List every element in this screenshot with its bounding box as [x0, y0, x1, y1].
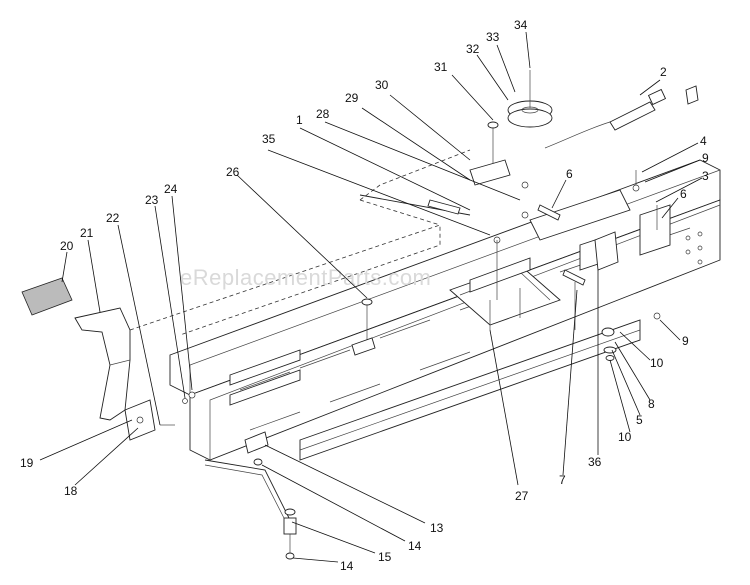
callout-18: 18	[64, 484, 78, 498]
callout-30: 30	[375, 78, 389, 92]
callout-23: 23	[145, 193, 159, 207]
center-bracket	[449, 257, 561, 330]
callout-34: 34	[514, 18, 528, 32]
hidden-outline	[129, 149, 471, 336]
callout-26: 26	[226, 165, 240, 179]
callout-20: 20	[60, 239, 74, 253]
callout-31: 31	[434, 60, 448, 74]
callout-6b: 6	[680, 187, 687, 201]
callout-28: 28	[316, 107, 330, 121]
callout-4: 4	[700, 134, 707, 148]
spring-rod	[359, 194, 471, 216]
right-washers	[601, 170, 661, 361]
washers-23-24	[160, 391, 196, 426]
callout-14b: 14	[340, 559, 354, 573]
callout-32: 32	[466, 42, 480, 56]
callout-33: 33	[486, 30, 500, 44]
pulley	[507, 70, 553, 128]
callout-14a: 14	[408, 539, 422, 553]
callouts: 1 2 3 4 5 6 6 7 8 9 9 10 10 13 14 14 15 …	[20, 18, 709, 573]
callout-1: 1	[296, 113, 303, 127]
callout-8: 8	[648, 397, 655, 411]
callout-15: 15	[378, 550, 392, 564]
callout-19: 19	[20, 456, 34, 470]
bolt-26	[351, 298, 376, 356]
callout-5: 5	[636, 413, 643, 427]
callout-29: 29	[345, 91, 359, 105]
pedal-assembly	[21, 277, 156, 441]
callout-21: 21	[80, 226, 94, 240]
callout-24: 24	[164, 182, 178, 196]
callout-13: 13	[430, 521, 444, 535]
pins	[537, 204, 586, 330]
callout-7: 7	[559, 473, 566, 487]
callout-6a: 6	[566, 167, 573, 181]
center-fasteners	[469, 121, 529, 300]
callout-9a: 9	[702, 151, 709, 165]
callout-22: 22	[106, 211, 120, 225]
watermark: eReplacementParts.com	[180, 265, 431, 290]
callout-27: 27	[515, 489, 529, 503]
callout-36: 36	[588, 455, 602, 469]
leader-lines	[39, 31, 703, 563]
callout-10b: 10	[618, 430, 632, 444]
bracket-36	[594, 231, 619, 271]
lower-channel	[229, 319, 641, 461]
callout-2: 2	[660, 65, 667, 79]
callout-3: 3	[702, 169, 709, 183]
callout-35: 35	[262, 132, 276, 146]
callout-10a: 10	[650, 356, 664, 370]
cable-assembly	[544, 85, 699, 149]
callout-9b: 9	[682, 334, 689, 348]
